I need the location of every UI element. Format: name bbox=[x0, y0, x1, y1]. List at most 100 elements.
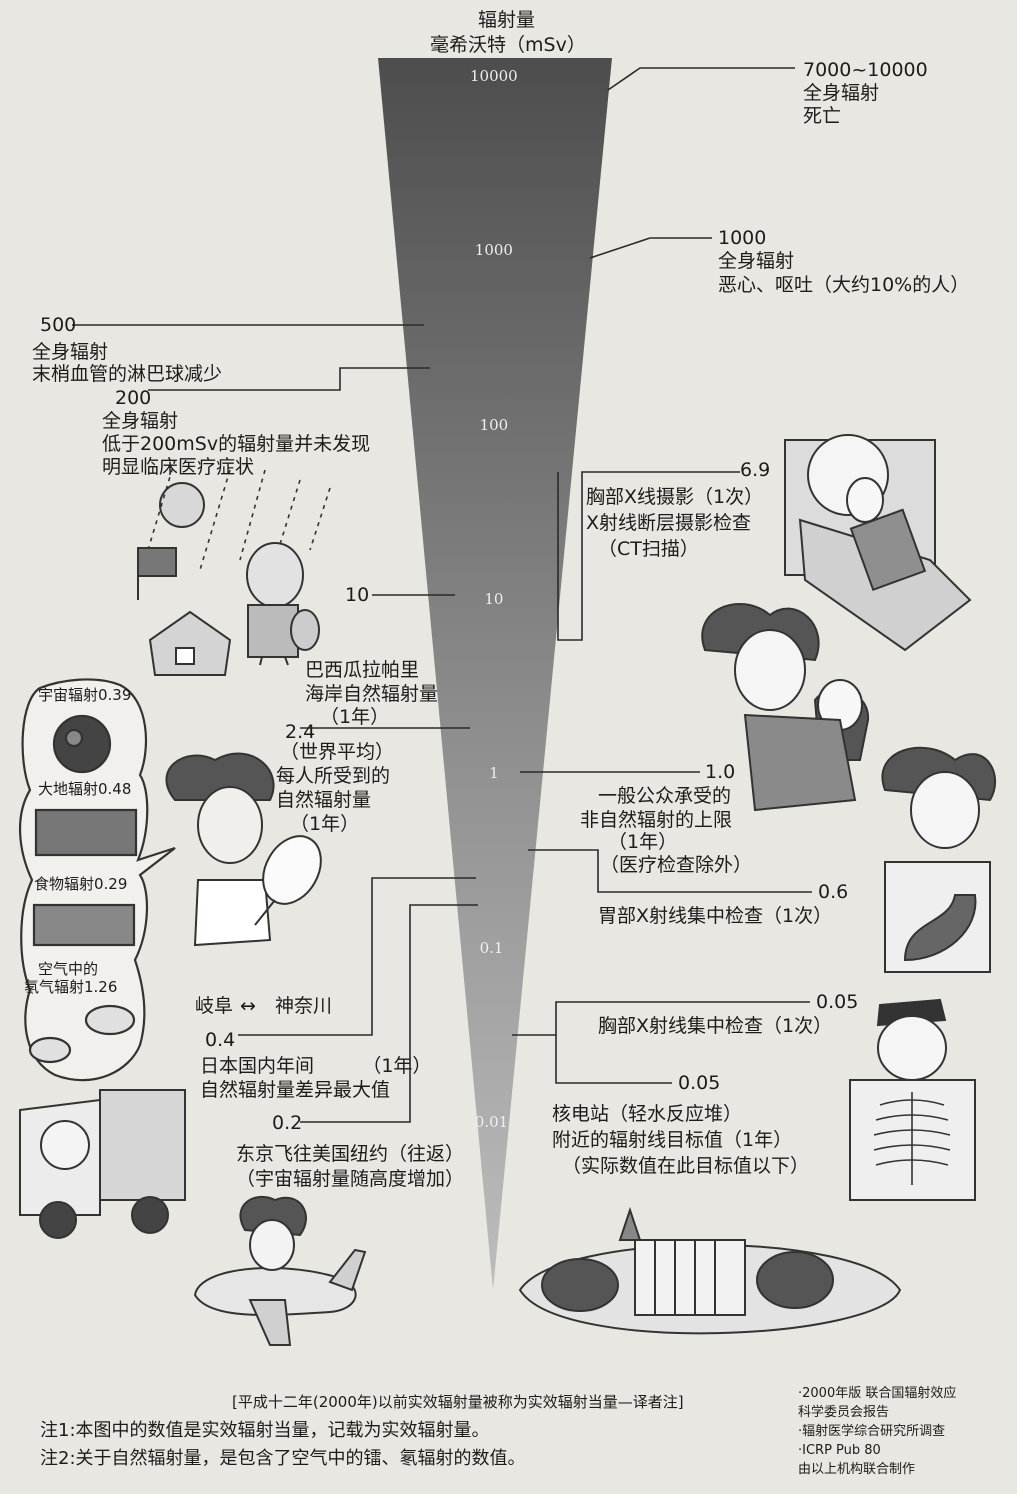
chart-title: 辐射量 bbox=[478, 9, 536, 31]
source-line-5: 由以上机构联合制作 bbox=[798, 1462, 916, 1477]
source-line-2: 科学委员会报告 bbox=[798, 1405, 890, 1420]
tick-label-0.01: 0.01 bbox=[474, 1113, 509, 1131]
value-label-0.05a: 0.05 bbox=[816, 991, 859, 1013]
airplane-illustration bbox=[193, 1195, 367, 1346]
dose-wedge bbox=[378, 58, 612, 1290]
annotation-2.4-line2: 每人所受到的 bbox=[276, 765, 391, 787]
annotation-0.4-line1: 日本国内年间 （1年） bbox=[200, 1055, 432, 1077]
annotation-200-line1: 全身辐射 bbox=[102, 410, 179, 432]
value-label-2.4: 2.4 bbox=[285, 721, 316, 743]
ct-scan-illustration bbox=[784, 434, 972, 652]
annotation-0.2-line2: （宇宙辐射量随高度增加） bbox=[236, 1168, 465, 1190]
annotation-7000-line1: 全身辐射 bbox=[803, 82, 880, 104]
value-label-1.0: 1.0 bbox=[705, 761, 736, 783]
annotation-0.05b-line3: （实际数值在此目标值以下） bbox=[562, 1155, 810, 1177]
value-label-0.6: 0.6 bbox=[818, 881, 849, 903]
leader-0.05a bbox=[512, 1001, 810, 1036]
man-head bbox=[246, 542, 304, 608]
ribcage-icon bbox=[873, 1092, 951, 1185]
cosmic-radiation-label: 宇宙辐射0.39 bbox=[38, 686, 132, 704]
radon-label-line1: 空气中的 bbox=[38, 960, 99, 978]
leader-0.05b bbox=[555, 1035, 672, 1084]
value-label-0.2: 0.2 bbox=[272, 1112, 303, 1134]
tick-label-10: 10 bbox=[484, 590, 504, 608]
annotation-1.0-line2: 非自然辐射的上限 bbox=[580, 809, 733, 831]
annotation-7000-line2: 死亡 bbox=[803, 105, 842, 127]
mother-child-illustration bbox=[701, 603, 870, 812]
radon-label-line2: 氡气辐射1.26 bbox=[24, 978, 118, 996]
source-line-3: ·辐射医学综合研究所调查 bbox=[798, 1424, 946, 1439]
right-leader-lines bbox=[512, 67, 812, 1084]
value-label-10: 10 bbox=[345, 584, 370, 606]
tick-label-0.1: 0.1 bbox=[479, 938, 504, 957]
leader-200 bbox=[148, 367, 430, 391]
value-label-7000: 7000~10000 bbox=[803, 59, 928, 81]
annotation-0.4-line2: 自然辐射量差异最大值 bbox=[200, 1079, 391, 1101]
kanagawa-label: 神奈川 bbox=[275, 995, 333, 1017]
annotation-1.0-line4: （医疗检查除外） bbox=[600, 854, 753, 876]
terrestrial-radiation-label: 大地辐射0.48 bbox=[38, 780, 132, 798]
earth-icon bbox=[52, 714, 112, 774]
annotation-6.9-line3: （CT扫描） bbox=[598, 538, 699, 560]
tick-label-1: 1 bbox=[489, 764, 499, 783]
wheel-icon bbox=[39, 1201, 77, 1239]
annotation-0.05b-line2: 附近的辐射线目标值（1年） bbox=[552, 1129, 793, 1151]
left-leader-lines bbox=[72, 324, 478, 1123]
beach-illustration bbox=[137, 459, 331, 676]
leader-7000 bbox=[607, 67, 795, 91]
annotation-200-line3: 明显临床医疗症状 bbox=[102, 456, 255, 478]
bubble-outline bbox=[19, 678, 176, 1082]
food-icon bbox=[32, 903, 136, 947]
annotation-1000-line1: 全身辐射 bbox=[718, 250, 795, 272]
value-label-6.9: 6.9 bbox=[740, 459, 771, 481]
natural-radiation-bubbles bbox=[19, 678, 176, 1082]
annotation-500-line2: 末梢血管的淋巴球减少 bbox=[32, 363, 223, 385]
tick-label-100: 100 bbox=[479, 415, 509, 434]
annotation-1000-line2: 恶心、呕吐（大约10%的人） bbox=[718, 274, 970, 296]
flag-icon bbox=[137, 547, 177, 577]
annotation-6.9-line2: X射线断层摄影检查 bbox=[586, 512, 752, 534]
value-label-0.4: 0.4 bbox=[205, 1029, 236, 1051]
annotation-2.4-line1: （世界平均） bbox=[280, 741, 395, 763]
sun-icon bbox=[159, 482, 205, 528]
annotation-6.9-line1: 胸部X线摄影（1次） bbox=[586, 486, 764, 508]
value-label-200: 200 bbox=[115, 387, 152, 409]
double-arrow-icon: ↔ bbox=[240, 995, 256, 1017]
annotation-0.05b-line1: 核电站（轻水反应堆） bbox=[552, 1103, 743, 1125]
annotation-2.4-line4: （1年） bbox=[290, 813, 360, 835]
power-plant-illustration bbox=[518, 1206, 902, 1335]
chart-unit: 毫希沃特（mSv） bbox=[430, 34, 586, 56]
source-line-1: ·2000年版 联合国辐射效应 bbox=[798, 1386, 957, 1401]
leader-6.9 bbox=[557, 471, 740, 641]
value-label-1000: 1000 bbox=[718, 227, 767, 249]
footer-note-2: 注2:关于自然辐射量，是包含了空气中的镭、氡辐射的数值。 bbox=[40, 1448, 526, 1469]
annotation-10-line2: 海岸自然辐射量 bbox=[305, 683, 439, 705]
value-label-0.05b: 0.05 bbox=[678, 1072, 721, 1094]
annotation-1.0-line3: （1年） bbox=[608, 831, 678, 853]
annotation-10-line1: 巴西瓜拉帕里 bbox=[305, 659, 420, 681]
tennis-woman-illustration bbox=[165, 752, 322, 947]
footer-note-1: 注1:本图中的数值是实效辐射当量，记载为实效辐射量。 bbox=[40, 1420, 490, 1441]
leader-0.4 bbox=[238, 877, 476, 1036]
annotation-2.4-line3: 自然辐射量 bbox=[276, 789, 372, 811]
annotation-0.2-line1: 东京飞往美国纽约（往返） bbox=[236, 1143, 465, 1165]
forest-icon bbox=[34, 808, 138, 857]
annotation-500-line1: 全身辐射 bbox=[32, 341, 109, 363]
annotation-0.05a-line1: 胸部X射线集中检查（1次） bbox=[598, 1015, 833, 1037]
leader-0.2 bbox=[300, 904, 478, 1123]
gifu-label: 岐阜 bbox=[195, 995, 234, 1017]
value-label-500: 500 bbox=[40, 314, 77, 336]
annotation-1.0-line1: 一般公众承受的 bbox=[598, 785, 732, 807]
annotation-0.6-line1: 胃部X射线集中检查（1次） bbox=[598, 905, 833, 927]
truck-illustration bbox=[19, 1089, 186, 1239]
annotation-10-line3: （1年） bbox=[320, 706, 390, 728]
tick-label-10000: 10000 bbox=[470, 67, 518, 85]
cloud-icon bbox=[84, 1004, 136, 1036]
tick-label-1000: 1000 bbox=[474, 241, 513, 260]
chest-xray-illustration bbox=[849, 998, 976, 1201]
leader-0.6 bbox=[528, 849, 812, 893]
source-line-4: ·ICRP Pub 80 bbox=[798, 1443, 881, 1458]
leader-1000 bbox=[589, 237, 712, 259]
